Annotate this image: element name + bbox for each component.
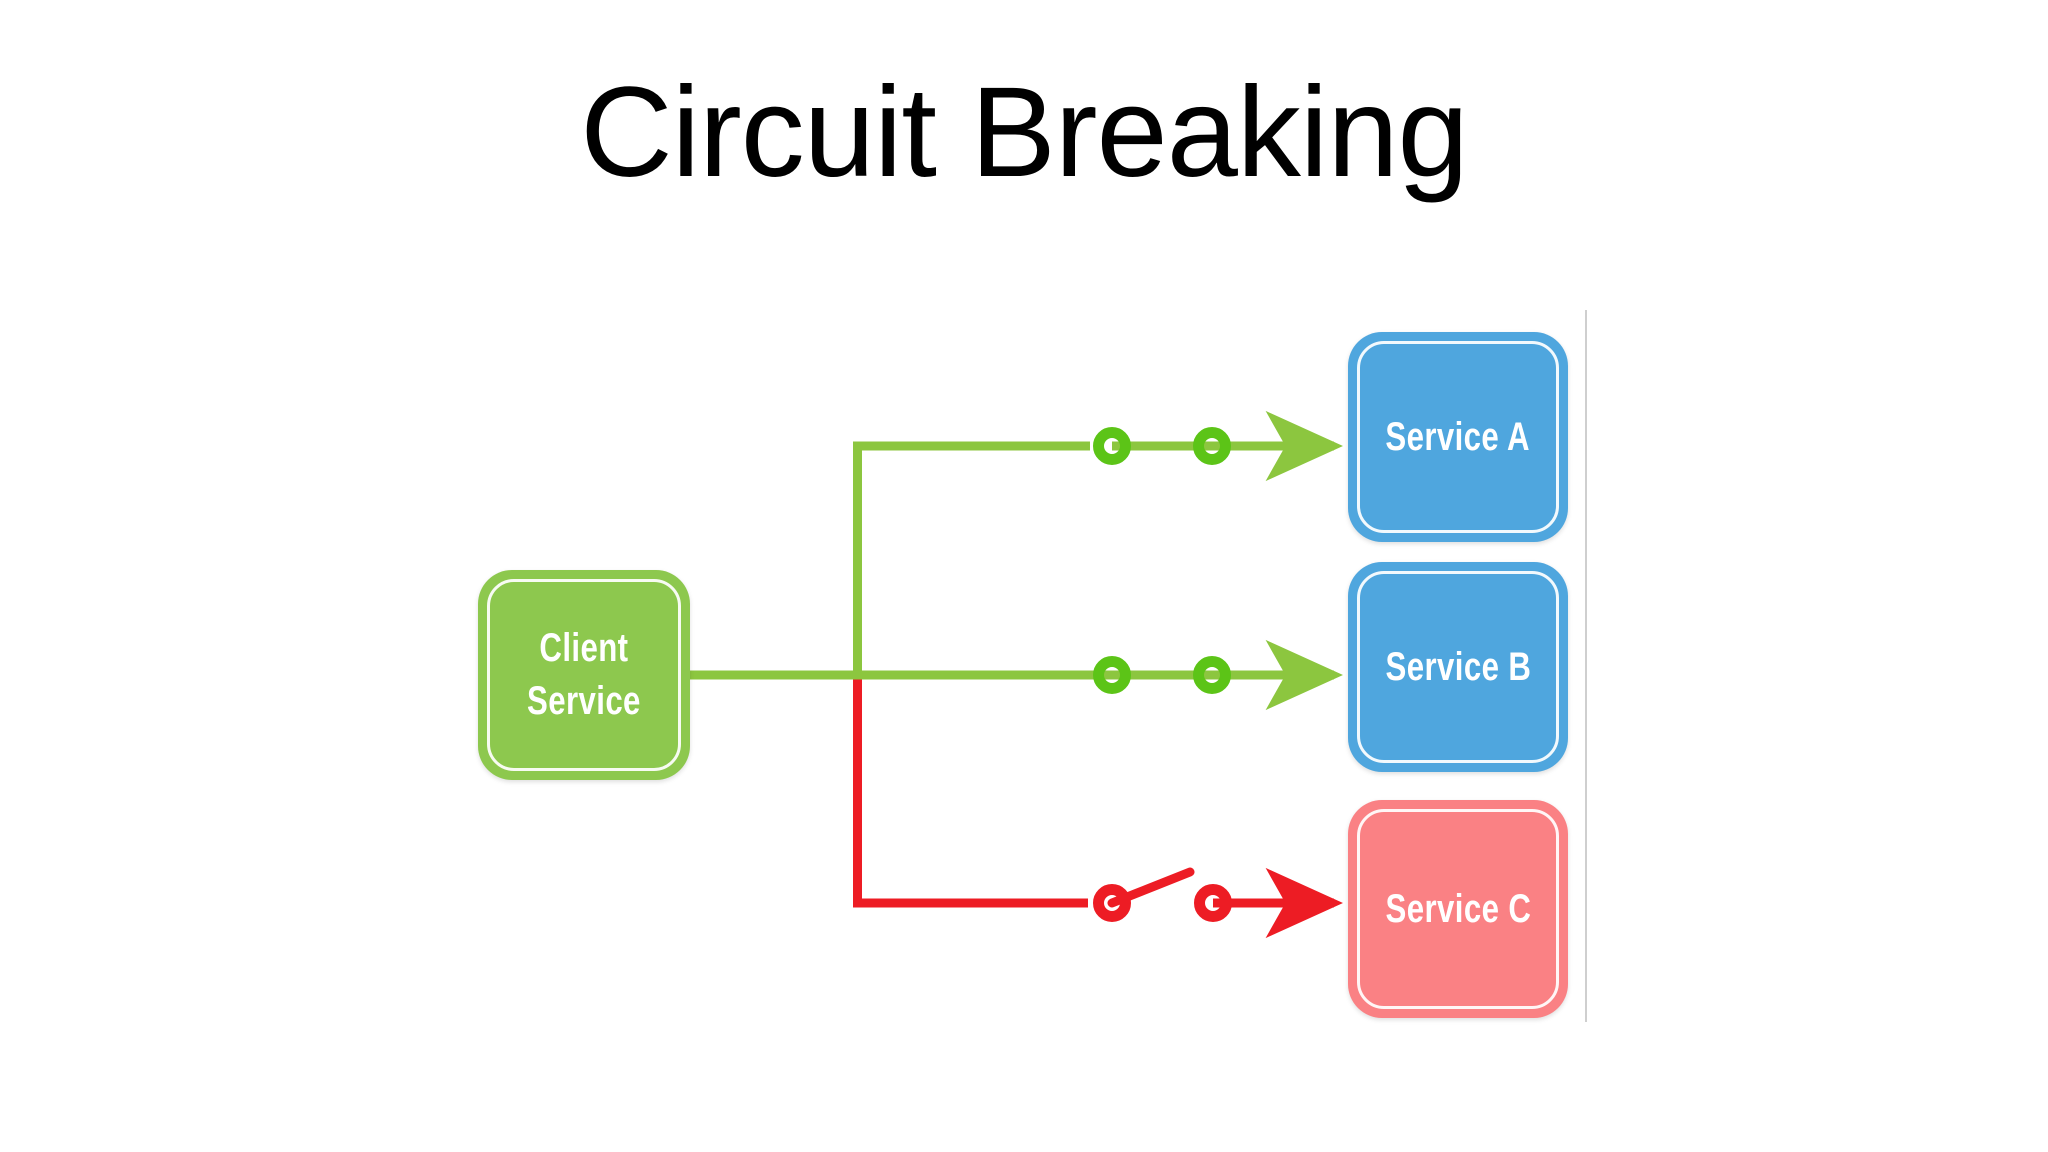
breaker-terminal-c-right xyxy=(1194,884,1232,922)
node-service-a[interactable]: Service A xyxy=(1348,332,1568,542)
breaker-terminal-b-right xyxy=(1193,656,1231,694)
breaker-terminal-b-left xyxy=(1093,656,1131,694)
node-service-b[interactable]: Service B xyxy=(1348,562,1568,772)
node-service-c-label: Service C xyxy=(1385,886,1531,931)
node-service-a-label: Service A xyxy=(1385,414,1531,459)
service-boundary-divider xyxy=(1585,310,1587,1022)
wire-branch-up-service-a xyxy=(853,441,1090,679)
breaker-terminal-a-right xyxy=(1193,427,1231,465)
page-title: Circuit Breaking xyxy=(580,61,1468,204)
node-client-service[interactable]: Client Service xyxy=(478,570,690,780)
breaker-terminal-c-left xyxy=(1093,884,1131,922)
connection-service-b xyxy=(690,639,1344,711)
node-service-c[interactable]: Service C xyxy=(1348,800,1568,1018)
node-service-b-label: Service B xyxy=(1385,644,1531,689)
wire-branch-down-service-c xyxy=(853,676,1088,908)
node-client-service-label: Client Service xyxy=(527,626,641,723)
breaker-terminal-a-left xyxy=(1093,427,1131,465)
connection-service-a xyxy=(1093,410,1344,482)
connection-service-c xyxy=(1093,867,1344,939)
breaker-lever-open xyxy=(1107,867,1195,908)
